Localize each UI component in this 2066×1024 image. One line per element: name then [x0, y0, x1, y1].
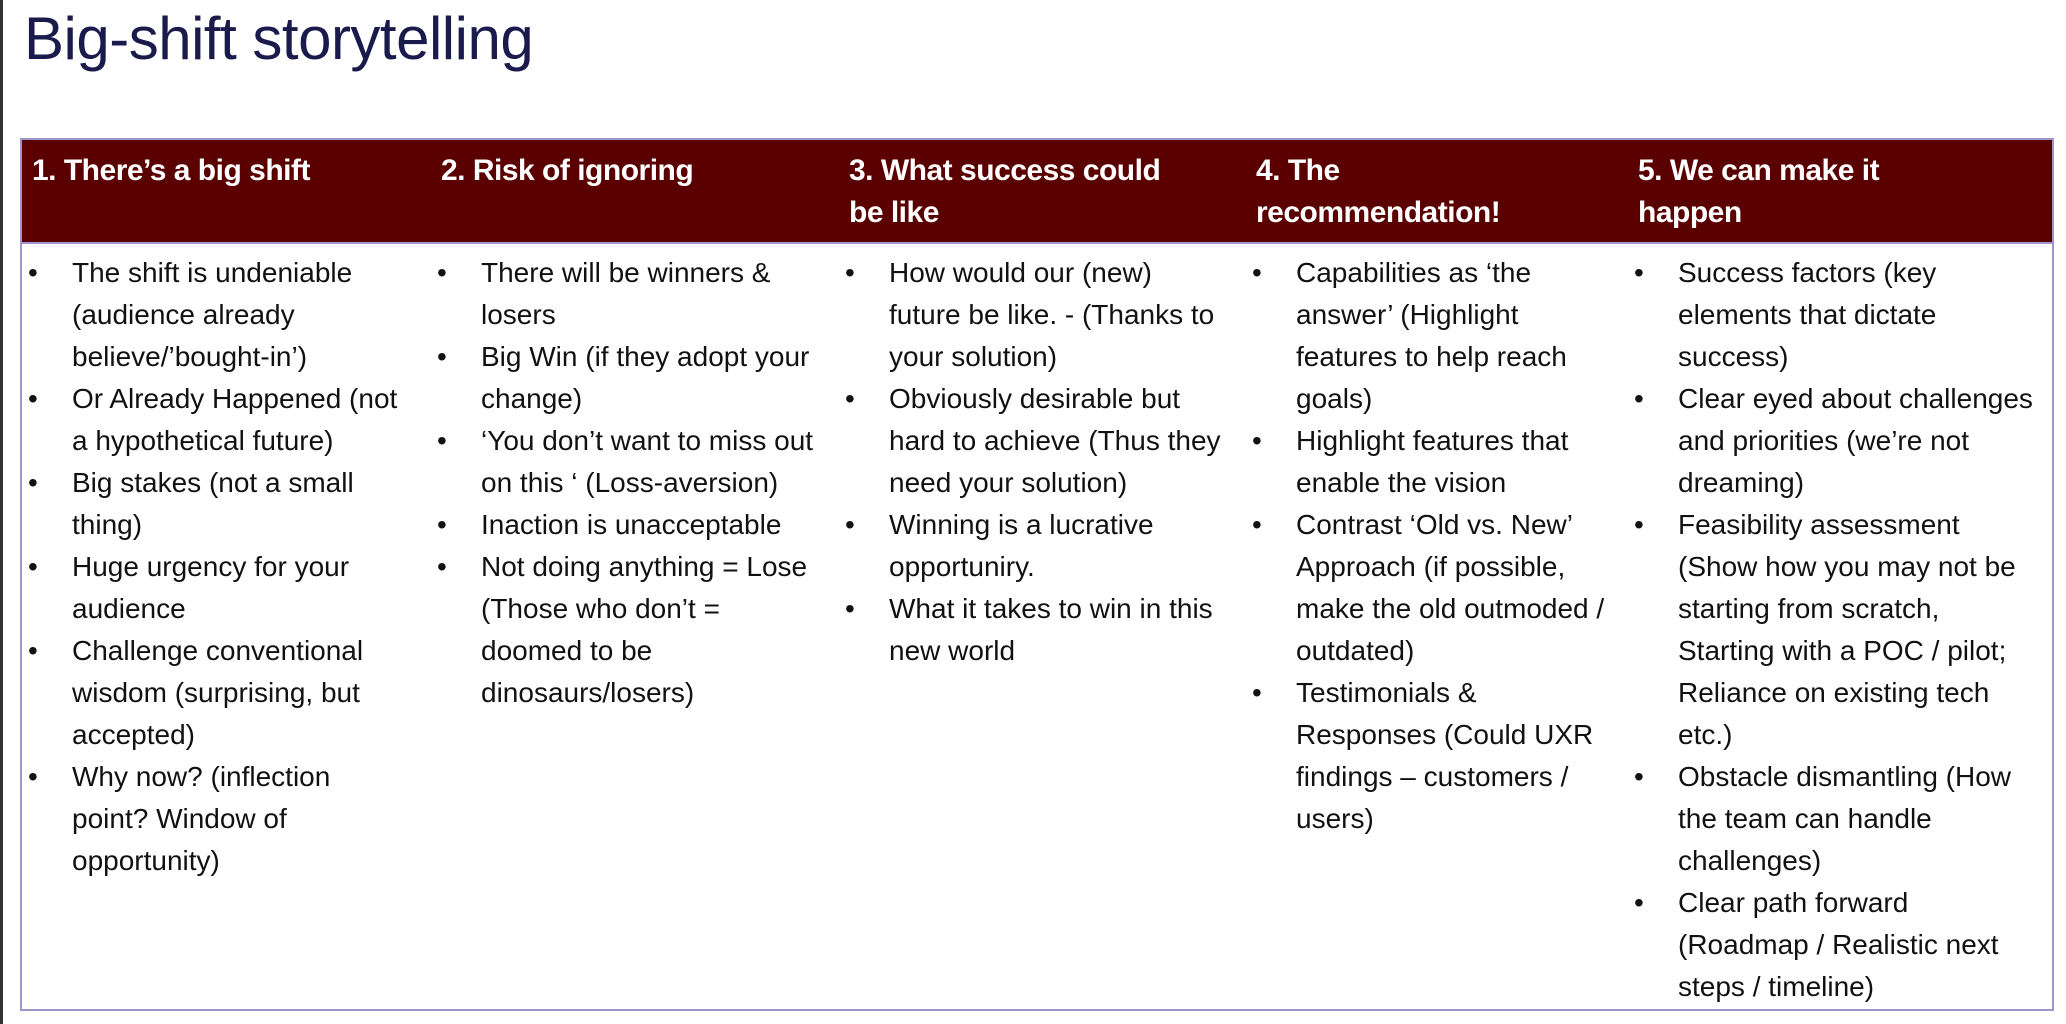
- column-header: 2. Risk of ignoring: [441, 154, 694, 187]
- bullet-list: • The shift is undeniable (audience alrea…: [22, 252, 410, 882]
- list-item: • Winning is a lucrative opportuniry.: [839, 504, 1227, 588]
- list-item-text: Highlight features that enable the visio…: [1296, 425, 1569, 498]
- list-item: • Big Win (if they adopt your change): [431, 336, 819, 420]
- column-body: • Success factors (key elements that dict…: [1628, 252, 2036, 1008]
- list-item: • Why now? (inflection point? Window of o…: [22, 756, 410, 882]
- list-item: • Obviously desirable but hard to achieve…: [839, 378, 1227, 504]
- list-item-text: Big stakes (not a small thing): [72, 467, 354, 540]
- list-item-text: Contrast ‘Old vs. New’ Approach (if poss…: [1296, 509, 1605, 666]
- bullet-list: • Success factors (key elements that dict…: [1628, 252, 2036, 1008]
- list-item-text: Obstacle dismantling (How the team can h…: [1678, 761, 2012, 876]
- list-item-text: Or Already Happened (not a hypothetical …: [72, 383, 398, 456]
- bullet-icon: •: [1634, 383, 1644, 414]
- bullet-icon: •: [1252, 677, 1262, 708]
- list-item-text: Feasibility assessment (Show how you may…: [1678, 509, 2016, 750]
- list-item: • Huge urgency for your audience: [22, 546, 410, 630]
- bullet-icon: •: [1252, 257, 1262, 288]
- list-item-text: Obviously desirable but hard to achieve …: [889, 383, 1221, 498]
- bullet-icon: •: [28, 635, 38, 666]
- list-item: • Big stakes (not a small thing): [22, 462, 410, 546]
- slide-title: Big-shift storytelling: [24, 5, 534, 72]
- bullet-icon: •: [1634, 761, 1644, 792]
- bullet-icon: •: [437, 425, 447, 456]
- list-item: • Challenge conventional wisdom (surprisi…: [22, 630, 410, 756]
- list-item-text: Testimonials & Responses (Could UXR find…: [1296, 677, 1594, 834]
- bullet-icon: •: [1634, 257, 1644, 288]
- column-body: • Capabilities as ‘the answer’ (Highlight…: [1246, 252, 1609, 840]
- column-header: 4. The recommendation!: [1256, 154, 1501, 229]
- list-item: • The shift is undeniable (audience alrea…: [22, 252, 410, 378]
- list-item: • Contrast ‘Old vs. New’ Approach (if pos…: [1246, 504, 1609, 672]
- column-header: 5. We can make it happen: [1638, 154, 1880, 229]
- list-item: • Clear eyed about challenges and priorit…: [1628, 378, 2036, 504]
- list-item: • ‘You don’t want to miss out on this ‘ (…: [431, 420, 819, 504]
- list-item: • What it takes to win in this new world: [839, 588, 1227, 672]
- bullet-icon: •: [845, 509, 855, 540]
- list-item: • Testimonials & Responses (Could UXR fin…: [1246, 672, 1609, 840]
- list-item: • How would our (new) future be like. - (…: [839, 252, 1227, 378]
- bullet-icon: •: [28, 761, 38, 792]
- column-body: • The shift is undeniable (audience alrea…: [22, 252, 410, 882]
- bullet-icon: •: [437, 341, 447, 372]
- column-header: 1. There’s a big shift: [32, 154, 310, 187]
- list-item-text: Huge urgency for your audience: [72, 551, 350, 624]
- bullet-icon: •: [28, 467, 38, 498]
- bullet-icon: •: [437, 257, 447, 288]
- bullet-icon: •: [1252, 509, 1262, 540]
- list-item-text: Why now? (inflection point? Window of op…: [72, 761, 331, 876]
- list-item-text: What it takes to win in this new world: [889, 593, 1213, 666]
- list-item: • Success factors (key elements that dict…: [1628, 252, 2036, 378]
- list-item-text: ‘You don’t want to miss out on this ‘ (L…: [481, 425, 814, 498]
- list-item-text: Clear eyed about challenges and prioriti…: [1678, 383, 2033, 498]
- list-item: • Inaction is unacceptable: [431, 504, 819, 546]
- bullet-icon: •: [845, 257, 855, 288]
- list-item: • Feasibility assessment (Show how you ma…: [1628, 504, 2036, 756]
- column-body: • How would our (new) future be like. - (…: [839, 252, 1227, 672]
- bullet-icon: •: [28, 257, 38, 288]
- list-item: • Highlight features that enable the visi…: [1246, 420, 1609, 504]
- bullet-icon: •: [437, 551, 447, 582]
- bullet-icon: •: [28, 551, 38, 582]
- column-header: 3. What success could be like: [849, 154, 1161, 229]
- storytelling-table: 1. There’s a big shift • The shift is unde…: [20, 138, 2054, 1011]
- list-item-text: Not doing anything = Lose (Those who don…: [481, 551, 808, 708]
- bullet-list: • There will be winners & losers • Big Win …: [431, 252, 819, 714]
- list-item: • There will be winners & losers: [431, 252, 819, 336]
- window-edge: [0, 0, 3, 1024]
- list-item: • Or Already Happened (not a hypothetical…: [22, 378, 410, 462]
- list-item: • Clear path forward (Roadmap / Realistic…: [1628, 882, 2036, 1008]
- list-item-text: Success factors (key elements that dicta…: [1678, 257, 1937, 372]
- column-body: • There will be winners & losers • Big Win …: [431, 252, 819, 714]
- list-item-text: Challenge conventional wisdom (surprisin…: [72, 635, 364, 750]
- table-header-row: [22, 140, 2052, 244]
- list-item-text: Clear path forward (Roadmap / Realistic …: [1678, 887, 1999, 1002]
- bullet-list: • Capabilities as ‘the answer’ (Highlight…: [1246, 252, 1609, 840]
- bullet-icon: •: [437, 509, 447, 540]
- list-item-text: There will be winners & losers: [481, 257, 771, 330]
- bullet-list: • How would our (new) future be like. - (…: [839, 252, 1227, 672]
- bullet-icon: •: [28, 383, 38, 414]
- list-item: • Capabilities as ‘the answer’ (Highlight…: [1246, 252, 1609, 420]
- list-item-text: Winning is a lucrative opportuniry.: [889, 509, 1154, 582]
- list-item-text: How would our (new) future be like. - (T…: [889, 257, 1215, 372]
- list-item-text: Capabilities as ‘the answer’ (Highlight …: [1296, 257, 1567, 414]
- bullet-icon: •: [845, 593, 855, 624]
- list-item: • Obstacle dismantling (How the team can …: [1628, 756, 2036, 882]
- bullet-icon: •: [845, 383, 855, 414]
- list-item-text: Inaction is unacceptable: [481, 509, 782, 540]
- bullet-icon: •: [1252, 425, 1262, 456]
- bullet-icon: •: [1634, 509, 1644, 540]
- list-item-text: Big Win (if they adopt your change): [481, 341, 810, 414]
- bullet-icon: •: [1634, 887, 1644, 918]
- list-item: • Not doing anything = Lose (Those who do…: [431, 546, 819, 714]
- list-item-text: The shift is undeniable (audience alread…: [72, 257, 353, 372]
